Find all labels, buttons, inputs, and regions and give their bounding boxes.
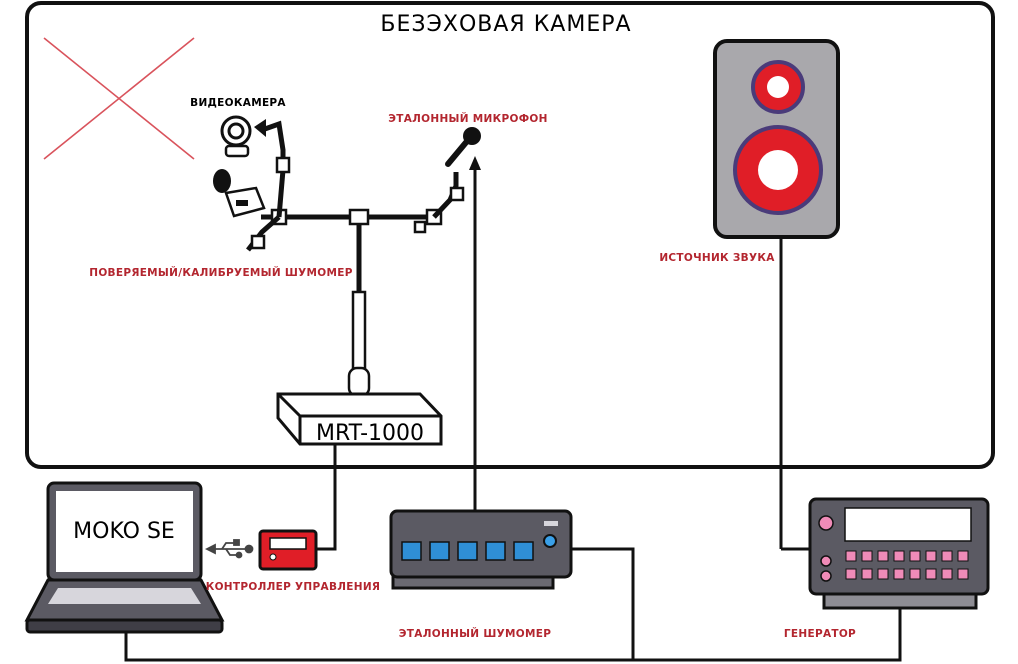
sound-source-label: ИСТОЧНИК ЗВУКА [659, 252, 775, 264]
mrt-1000-unit [276, 392, 443, 446]
chamber-title: БЕЗЭХОВАЯ КАМЕРА [380, 12, 631, 37]
microphone-icon [445, 127, 481, 167]
generator-label: ГЕНЕРАТОР [784, 628, 856, 640]
microphone-stand [246, 119, 465, 398]
ref-microphone-label: ЭТАЛОННЫЙ МИКРОФОН [388, 112, 548, 125]
ref-meter-label: ЭТАЛОННЫЙ ШУМОМЕР [399, 627, 551, 640]
controller-label: КОНТРОЛЛЕР УПРАВЛЕНИЯ [206, 581, 381, 593]
webcam-icon [220, 115, 252, 158]
usb-icon [204, 539, 254, 559]
dut-sound-meter-icon [213, 169, 266, 218]
dut-meter-label: ПОВЕРЯЕМЫЙ/КАЛИБРУЕМЫЙ ШУМОМЕР [89, 266, 353, 279]
anechoic-chamber-box [25, 1, 995, 469]
cross-mark-icon [43, 37, 195, 160]
laptop-screen-label: MOKO SE [73, 519, 175, 544]
generator-unit [808, 497, 990, 610]
controller-unit [258, 529, 318, 571]
mrt-1000-label: MRT-1000 [316, 421, 424, 446]
speaker-icon [713, 39, 840, 239]
laptop-icon [24, 481, 225, 634]
wire-arrowhead [469, 156, 481, 170]
videocamera-label: ВИДЕОКАМЕРА [190, 97, 286, 109]
connection-wires [124, 160, 902, 662]
ref-sound-meter-unit [389, 509, 573, 590]
